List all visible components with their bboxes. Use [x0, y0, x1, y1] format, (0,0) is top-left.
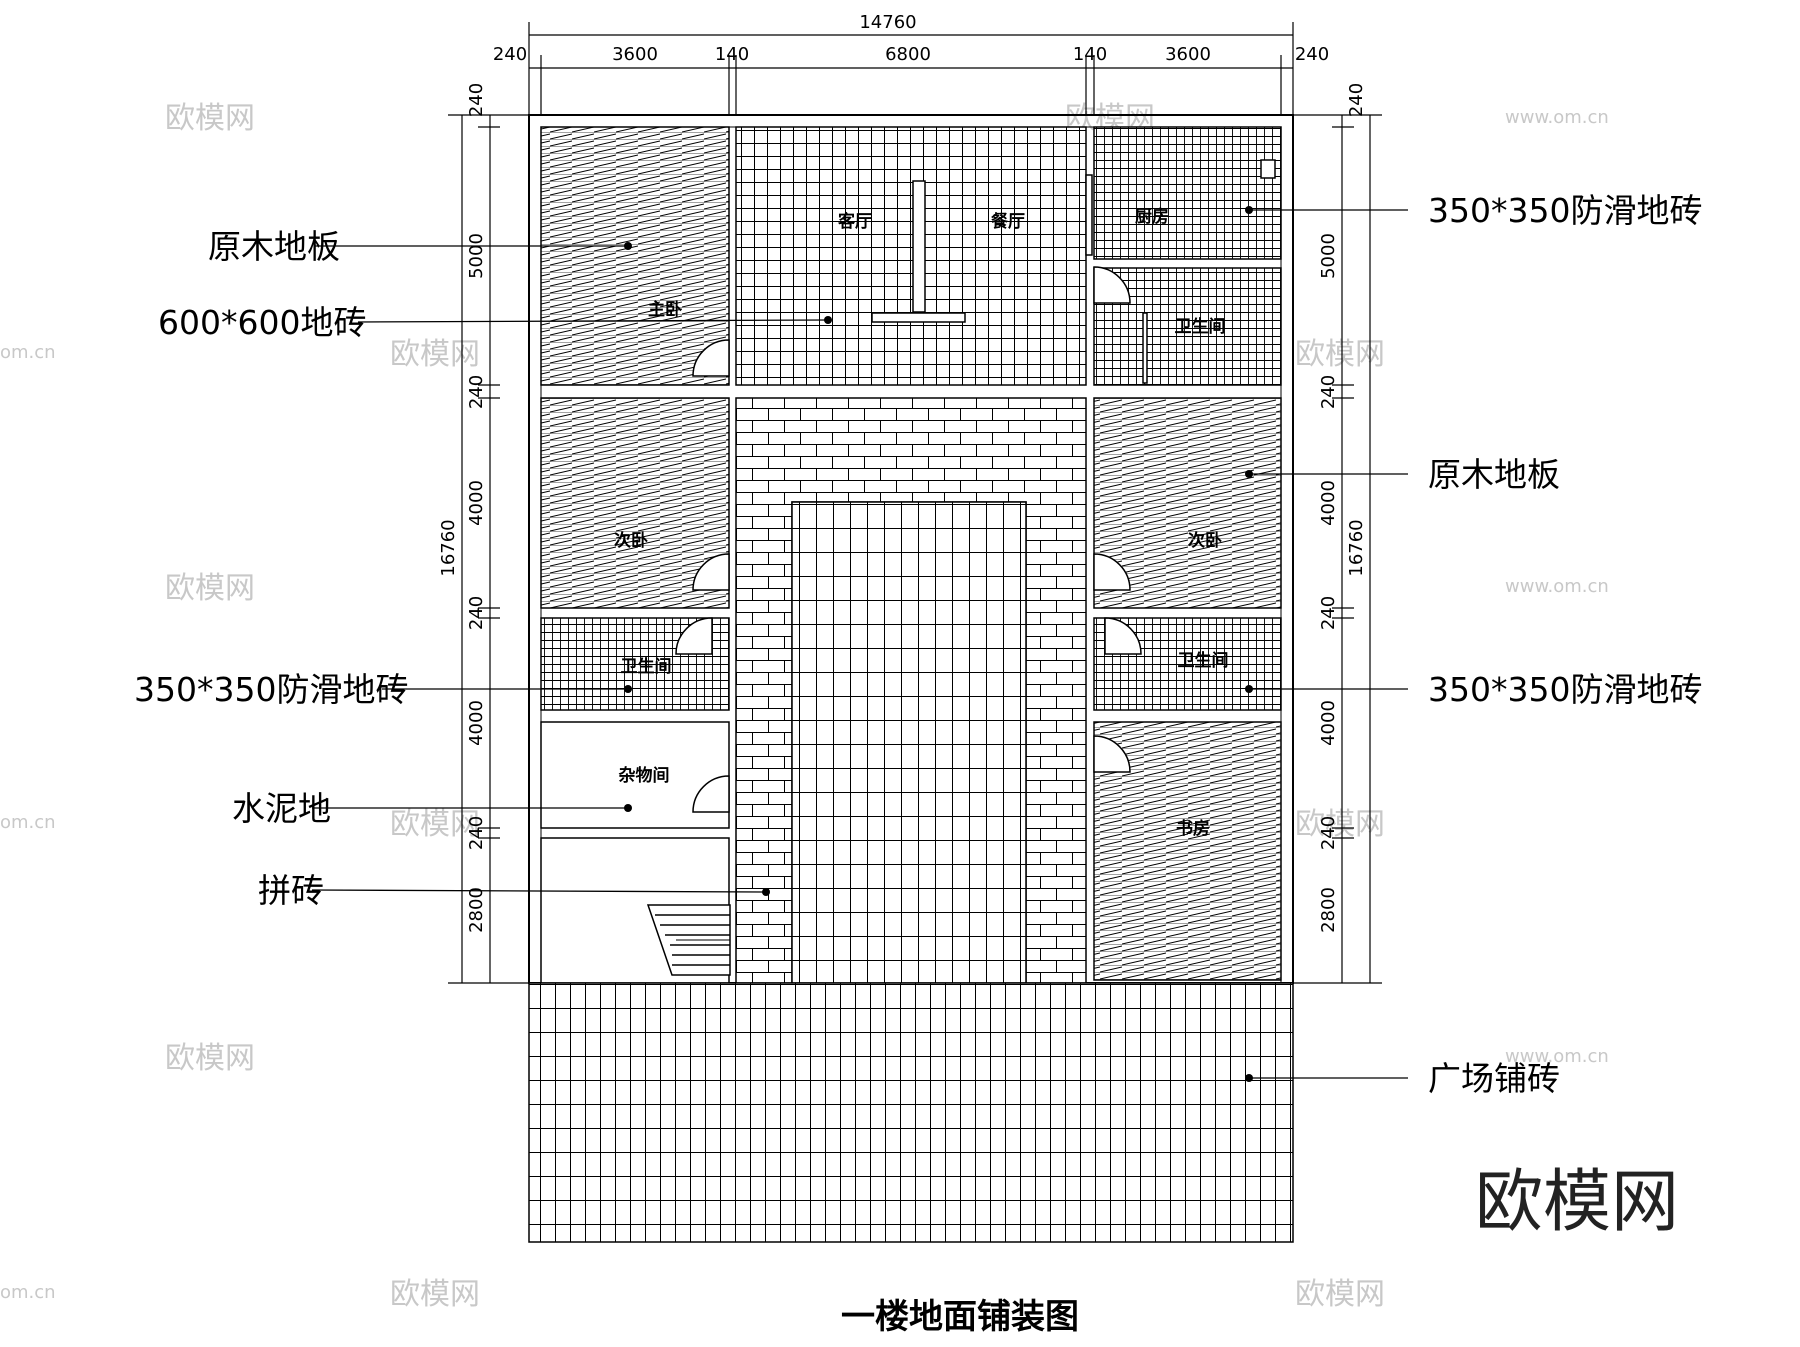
room-living: 客厅 — [837, 211, 872, 232]
dim-right: 4000 — [1318, 480, 1339, 526]
dim-top: 140 — [715, 44, 749, 65]
flooring-areas — [528, 126, 1294, 1243]
callout-tile-600: 600*600地砖 — [158, 303, 366, 342]
watermark-url: om.cn — [0, 812, 56, 833]
watermark: 欧模网 — [165, 101, 255, 136]
dim-right: 240 — [1318, 375, 1339, 409]
dim-right: 2800 — [1318, 887, 1339, 933]
watermark: 欧模网 — [165, 1041, 255, 1076]
room-second-bed-w: 次卧 — [614, 530, 648, 551]
door-living — [1093, 266, 1131, 304]
room-master-bedroom: 主卧 — [648, 299, 682, 320]
room-labels: 主卧 客厅 餐厅 厨房 卫生间 次卧 次卧 卫生间 卫生间 杂物间 书房 — [614, 206, 1229, 839]
watermark-url: om.cn — [0, 1282, 56, 1303]
dim-right: 240 — [1318, 596, 1339, 630]
fixtures — [646, 159, 1276, 976]
courtyard-floor — [791, 501, 1027, 984]
callout-nonslip-right: 350*350防滑地砖 — [1428, 670, 1702, 709]
dim-top: 140 — [1073, 44, 1107, 65]
dim-overall-width: 14760 — [859, 12, 916, 33]
room-storage: 杂物间 — [619, 765, 670, 786]
door-bath-w — [675, 617, 713, 655]
callout-plaza: 广场铺砖 — [1428, 1059, 1560, 1098]
brand-mark: 欧模网 — [1475, 1163, 1679, 1242]
watermark-url: www.om.cn — [1505, 107, 1609, 128]
dim-overall-depth-right: 16760 — [1346, 519, 1367, 576]
drawing-title: 一楼地面铺装图 — [841, 1297, 1079, 1337]
dim-right: 5000 — [1318, 233, 1339, 279]
kitchen-floor — [1093, 126, 1282, 260]
shower-partition — [1142, 312, 1148, 384]
dim-left: 240 — [466, 375, 487, 409]
room-study: 书房 — [1176, 818, 1210, 839]
callout-wood-left: 原木地板 — [208, 227, 340, 266]
dim-top: 3600 — [1165, 44, 1211, 65]
leader-dots — [624, 206, 1253, 1082]
fridge-symbol — [1260, 159, 1276, 179]
dim-right: 4000 — [1318, 700, 1339, 746]
dimension-texts: 14760 240 3600 140 6800 140 3600 240 167… — [438, 12, 1367, 933]
door-study — [1093, 735, 1131, 773]
room-bath-e: 卫生间 — [1178, 650, 1229, 671]
tv-base — [871, 312, 966, 323]
door-storage — [692, 775, 730, 813]
dim-right: 240 — [1318, 816, 1339, 850]
callout-nonslip-kitchen: 350*350防滑地砖 — [1428, 191, 1702, 230]
callout-cement: 水泥地 — [232, 789, 331, 828]
watermark-layer: 欧模网 欧模网 www.om.cn om.cn 欧模网 欧模网 欧模网 www.… — [0, 101, 1609, 1312]
door-second-w — [692, 553, 730, 591]
watermark: 欧模网 — [1295, 337, 1385, 372]
callout-brick: 拼砖 — [258, 871, 324, 910]
living-dining-floor — [735, 126, 1087, 386]
callout-wood-right: 原木地板 — [1428, 455, 1560, 494]
callout-nonslip-left: 350*350防滑地砖 — [134, 670, 408, 709]
room-second-bed-e: 次卧 — [1188, 530, 1222, 551]
room-dining: 餐厅 — [991, 211, 1025, 232]
door-master — [692, 339, 730, 377]
watermark: 欧模网 — [1295, 807, 1385, 842]
dimension-lines — [448, 22, 1382, 984]
door-bath-e — [1104, 617, 1142, 655]
watermark: 欧模网 — [390, 807, 480, 842]
watermark: 欧模网 — [390, 337, 480, 372]
room-kitchen: 厨房 — [1135, 206, 1169, 227]
watermark-url: www.om.cn — [1505, 576, 1609, 597]
dim-right: 240 — [1346, 83, 1367, 117]
dim-top: 240 — [493, 44, 527, 65]
dim-left: 5000 — [466, 233, 487, 279]
master-bedroom-floor — [540, 126, 730, 386]
kitchen-counter — [1085, 174, 1093, 256]
dim-top: 6800 — [885, 44, 931, 65]
dim-left: 240 — [466, 83, 487, 117]
leader-lines — [311, 209, 1408, 1079]
dim-left: 2800 — [466, 887, 487, 933]
door-second-e — [1093, 553, 1131, 591]
room-bath-ne: 卫生间 — [1175, 316, 1226, 337]
watermark-url: www.om.cn — [1505, 1046, 1609, 1067]
watermark-url: om.cn — [0, 342, 56, 363]
dim-overall-depth-left: 16760 — [438, 519, 459, 576]
watermark: 欧模网 — [165, 571, 255, 606]
room-bath-w: 卫生间 — [621, 656, 672, 677]
dim-top: 240 — [1295, 44, 1329, 65]
watermark: 欧模网 — [1295, 1277, 1385, 1312]
tv-wall — [912, 180, 926, 313]
dim-top: 3600 — [612, 44, 658, 65]
plaza-floor — [528, 982, 1294, 1243]
dim-left: 240 — [466, 816, 487, 850]
material-labels: 原木地板 600*600地砖 350*350防滑地砖 水泥地 拼砖 350*35… — [134, 191, 1702, 1098]
watermark: 欧模网 — [390, 1277, 480, 1312]
dim-left: 4000 — [466, 480, 487, 526]
dim-left: 4000 — [466, 700, 487, 746]
dim-left: 240 — [466, 596, 487, 630]
